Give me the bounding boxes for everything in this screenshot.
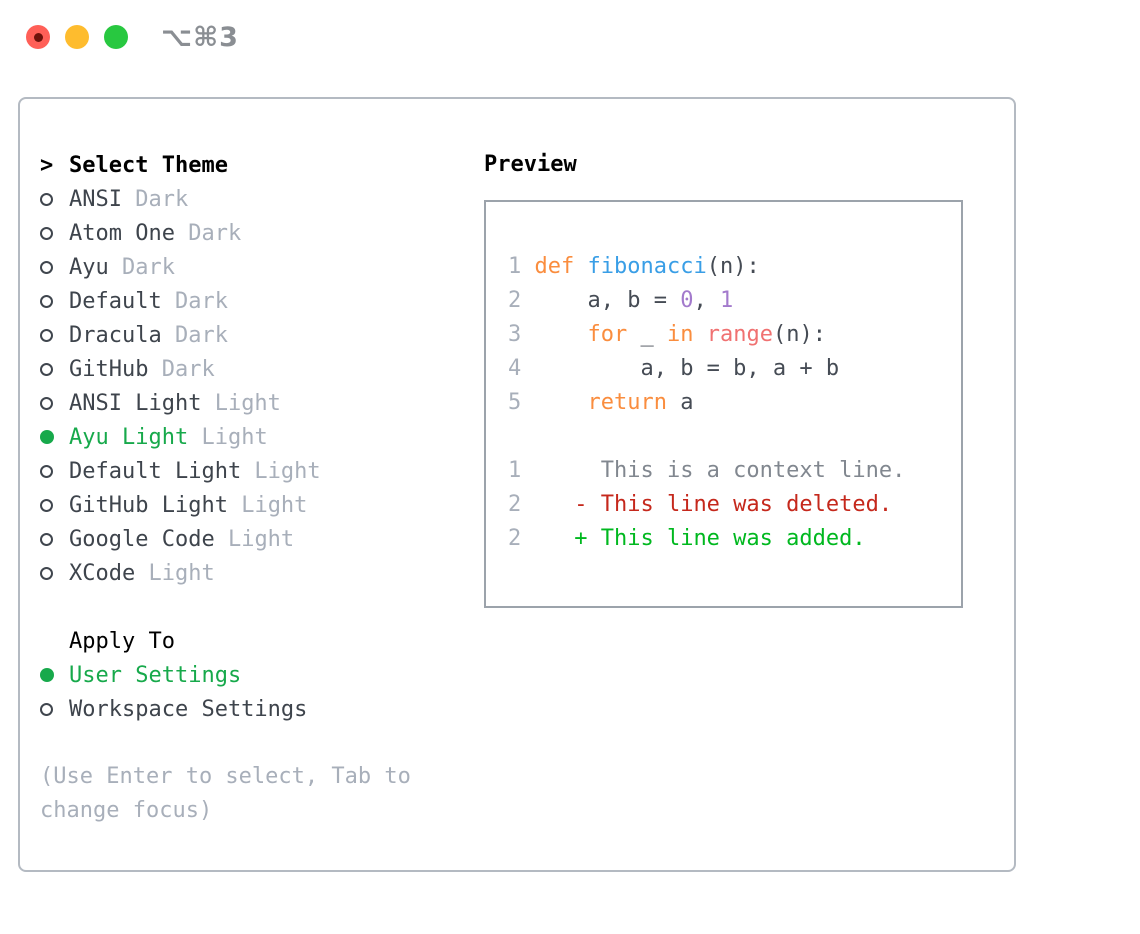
option-label: GitHub Light	[69, 492, 228, 518]
theme-option[interactable]: GitHub Dark	[40, 352, 484, 386]
code-line: 1 This is a context line.	[508, 458, 906, 483]
preview-box: 1 def fibonacci(n): 2 a, b = 0, 1 3 for _ …	[484, 200, 963, 608]
title-bar: ⌥⌘3	[0, 0, 1140, 74]
close-button[interactable]	[26, 25, 50, 49]
apply-to-title: Apply To	[69, 628, 175, 654]
radio-icon	[40, 532, 69, 546]
radio-icon	[40, 362, 69, 376]
code-line: 2 - This line was deleted.	[508, 492, 893, 517]
line-number: 2	[508, 288, 535, 313]
theme-option[interactable]: XCode Light	[40, 556, 484, 590]
line-number: 1	[508, 458, 535, 483]
apply-to-header: Apply To	[40, 624, 484, 658]
option-variant: Light	[241, 458, 321, 484]
option-variant: Dark	[161, 288, 228, 314]
keyboard-hint: (Use Enter to select, Tab to change focu…	[40, 764, 411, 823]
option-label: Workspace Settings	[69, 696, 308, 722]
line-number: 2	[508, 492, 535, 517]
option-variant: Dark	[108, 254, 175, 280]
spacer	[40, 726, 484, 760]
radio-icon	[40, 328, 69, 342]
radio-icon	[40, 294, 69, 308]
option-label: ANSI Light	[69, 390, 202, 416]
option-variant: Dark	[148, 356, 215, 382]
option-variant: Dark	[174, 220, 242, 246]
code-line: 1 def fibonacci(n):	[508, 254, 760, 279]
line-number: 4	[508, 356, 535, 381]
option-label: User Settings	[69, 662, 242, 688]
traffic-lights	[26, 25, 128, 49]
option-variant: Dark	[161, 322, 228, 348]
option-label: Atom One	[69, 220, 175, 246]
theme-option[interactable]: ANSI Dark	[40, 182, 484, 216]
line-number: 5	[508, 390, 535, 415]
radio-selected-icon	[40, 430, 69, 444]
line-number: 1	[508, 254, 535, 279]
option-variant: Dark	[121, 186, 189, 212]
radio-icon	[40, 396, 69, 410]
radio-icon	[40, 498, 69, 512]
code-line: 5 return a	[508, 390, 694, 415]
theme-option[interactable]: GitHub Light Light	[40, 488, 484, 522]
close-dot-icon	[33, 32, 43, 42]
radio-selected-icon	[40, 668, 69, 682]
theme-option[interactable]: Google Code Light	[40, 522, 484, 556]
theme-option[interactable]: Ayu Light Light	[40, 420, 484, 454]
code-line: 4 a, b = b, a + b	[508, 356, 840, 381]
option-label: Ayu Light	[69, 424, 189, 450]
line-number: 3	[508, 322, 535, 347]
option-variant: Light	[188, 424, 268, 450]
radio-icon	[40, 192, 69, 206]
option-label: GitHub	[69, 356, 149, 382]
theme-option[interactable]: Dracula Dark	[40, 318, 484, 352]
apply-to-option[interactable]: Workspace Settings	[40, 692, 484, 726]
select-theme-header: > Select Theme	[40, 148, 484, 182]
line-number: 2	[508, 526, 535, 551]
radio-icon	[40, 566, 69, 580]
radio-icon	[40, 464, 69, 478]
radio-icon	[40, 226, 69, 240]
option-variant: Light	[135, 560, 215, 586]
code-line: 2 a, b = 0, 1	[508, 288, 734, 313]
preview-code: 1 def fibonacci(n): 2 a, b = 0, 1 3 for _ …	[508, 250, 961, 556]
select-theme-title: Select Theme	[69, 152, 228, 178]
apply-to-option[interactable]: User Settings	[40, 658, 484, 692]
option-variant: Light	[201, 390, 281, 416]
window-shortcut-label: ⌥⌘3	[161, 21, 239, 53]
code-line	[508, 420, 961, 454]
theme-option[interactable]: Ayu Dark	[40, 250, 484, 284]
option-label: Default	[69, 288, 162, 314]
option-label: XCode	[69, 560, 136, 586]
option-label: Default Light	[69, 458, 242, 484]
radio-icon	[40, 260, 69, 274]
option-variant: Light	[227, 492, 308, 518]
option-variant: Light	[214, 526, 295, 552]
cursor-arrow-icon: >	[40, 152, 54, 178]
preview-title: Preview	[484, 152, 577, 177]
theme-option[interactable]: ANSI Light Light	[40, 386, 484, 420]
theme-option[interactable]: Atom One Dark	[40, 216, 484, 250]
option-label: Dracula	[69, 322, 162, 348]
option-label: ANSI	[69, 186, 122, 212]
code-line: 3 for _ in range(n):	[508, 322, 826, 347]
option-label: Google Code	[69, 526, 215, 552]
spacer	[40, 590, 484, 624]
code-line: 2 + This line was added.	[508, 526, 866, 551]
zoom-button[interactable]	[104, 25, 128, 49]
theme-option[interactable]: Default Light Light	[40, 454, 484, 488]
preview-column: Preview 1 def fibonacci(n): 2 a, b = 0, 1…	[484, 148, 1014, 870]
minimize-button[interactable]	[65, 25, 89, 49]
theme-option[interactable]: Default Dark	[40, 284, 484, 318]
radio-icon	[40, 702, 69, 716]
option-label: Ayu	[69, 254, 109, 280]
